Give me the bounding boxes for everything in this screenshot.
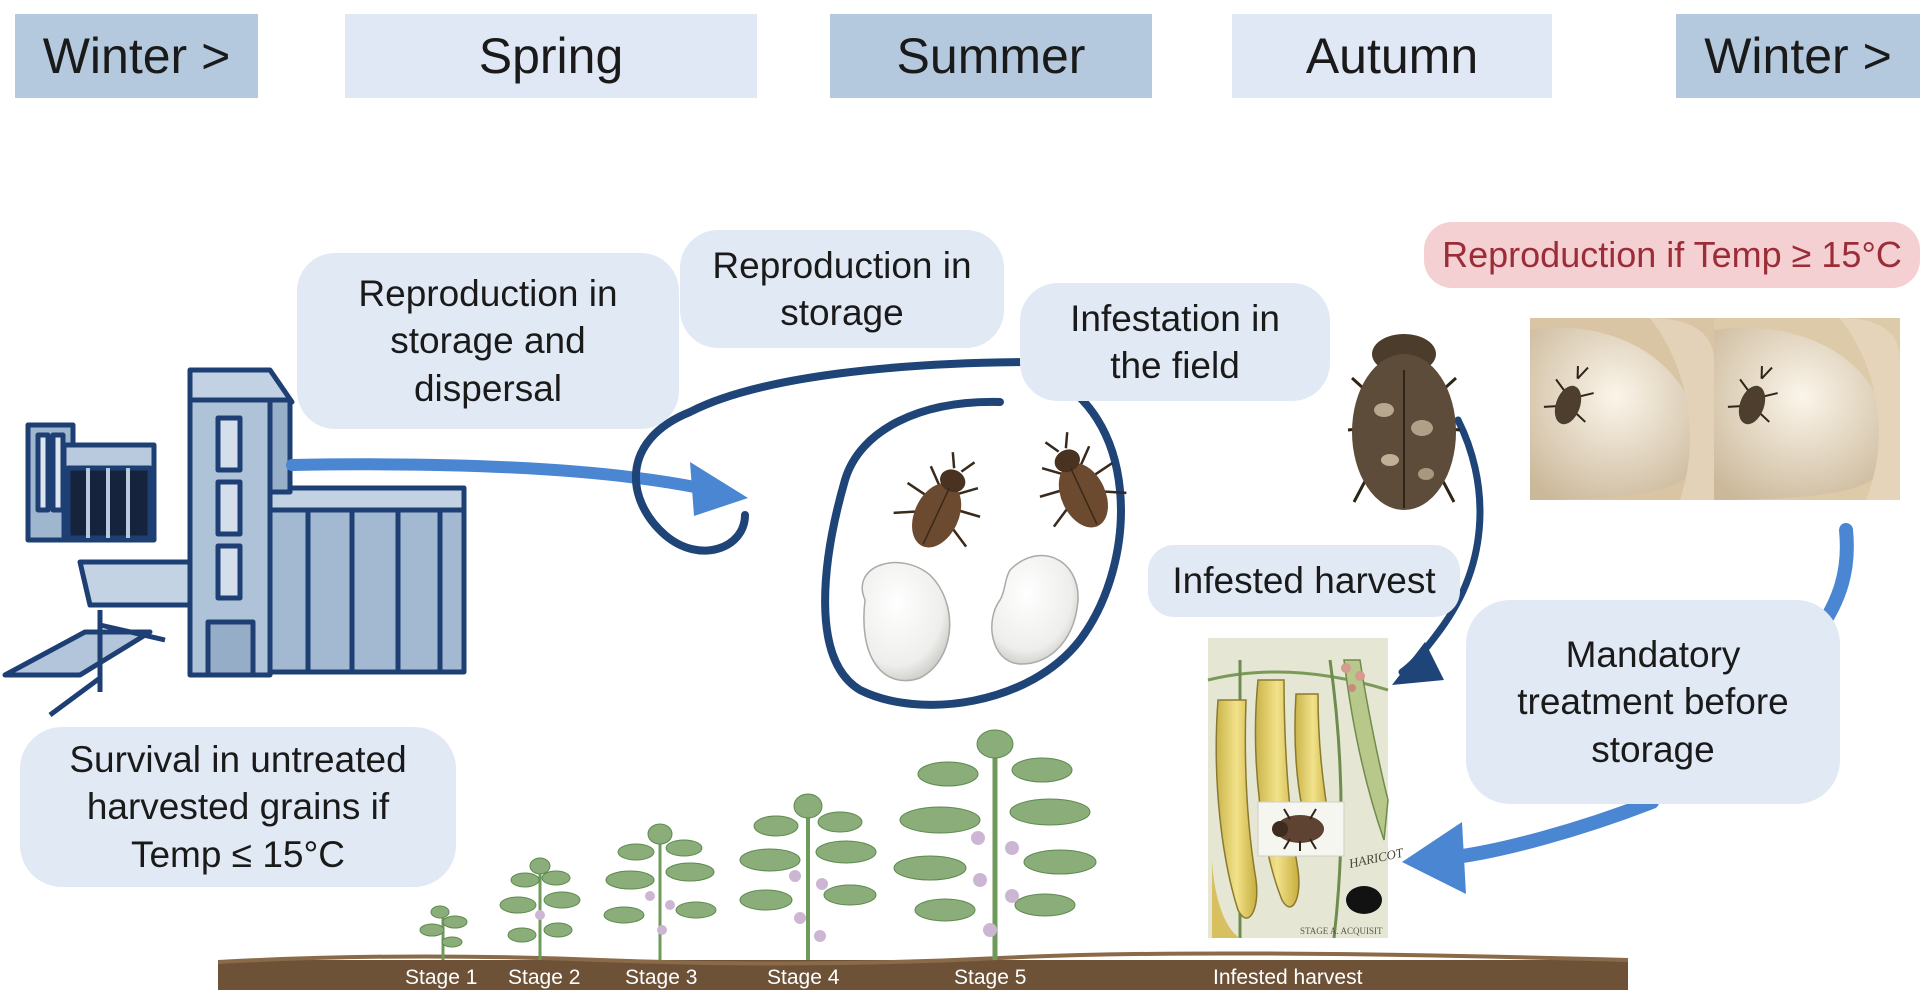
- season-winter-right: Winter >: [1676, 14, 1920, 98]
- survival-text: Survival in untreated harvested grains i…: [69, 738, 407, 875]
- beetle-icon: [1039, 432, 1127, 528]
- infested-harvest-stage-label: Infested harvest: [1213, 966, 1363, 989]
- bean-plant-icon: [893, 729, 1097, 960]
- beetle-icon: [893, 452, 981, 548]
- soil-strip: [218, 960, 1628, 990]
- grain-silo-icon: [2, 367, 467, 718]
- treatment-arrow: [1402, 795, 1659, 894]
- season-winter-left-label: Winter >: [42, 28, 231, 84]
- bean-icon: [991, 554, 1079, 665]
- season-summer-label: Summer: [896, 28, 1086, 84]
- season-autumn: Autumn: [1232, 14, 1552, 98]
- cycle-arrow-icon: [632, 358, 1125, 709]
- bean-plant-icon: [499, 857, 581, 960]
- bean-pods-illustration: HARICOT STAGE A. ACQUISIT: [1207, 638, 1405, 939]
- infestation-field-text: Infestation in the field: [1070, 297, 1280, 386]
- bean-plant-icon: [603, 823, 717, 960]
- infested-harvest-text: Infested harvest: [1172, 560, 1436, 602]
- beetle-icon: [1347, 334, 1461, 510]
- season-spring-label: Spring: [478, 28, 624, 84]
- stage-3-label: Stage 3: [625, 966, 698, 989]
- stage-5-label: Stage 5: [954, 966, 1027, 989]
- infestation-field-box: Infestation in the field: [1020, 283, 1330, 401]
- mandatory-treatment-box: Mandatory treatment before storage: [1466, 600, 1840, 804]
- season-winter-right-label: Winter >: [1704, 28, 1892, 84]
- stage-2-label: Stage 2: [508, 966, 581, 989]
- reproduction-dispersal-text: Reproduction in storage and dispersal: [358, 272, 618, 409]
- reproduction-temp-tag: Reproduction if Temp ≥ 15°C: [1424, 222, 1920, 288]
- bean-plant-icon: [419, 905, 468, 960]
- reproduction-temp-text: Reproduction if Temp ≥ 15°C: [1442, 234, 1902, 275]
- season-summer: Summer: [830, 14, 1152, 98]
- seed-beetle-photo-left: [1530, 318, 1714, 500]
- reproduction-dispersal-box: Reproduction in storage and dispersal: [297, 253, 679, 429]
- illustration-label-line2: STAGE A. ACQUISIT: [1300, 926, 1383, 936]
- stage-1-label: Stage 1: [405, 966, 478, 989]
- infested-harvest-box: Infested harvest: [1148, 545, 1460, 617]
- season-spring: Spring: [345, 14, 757, 98]
- mandatory-treatment-text: Mandatory treatment before storage: [1517, 633, 1789, 770]
- seed-beetle-photo-right: [1714, 318, 1900, 500]
- soil-surface: [217, 951, 1629, 966]
- reproduction-storage-box: Reproduction in storage: [680, 230, 1004, 348]
- bean-icon: [861, 561, 951, 682]
- stage-4-label: Stage 4: [767, 966, 840, 989]
- reproduction-storage-text: Reproduction in storage: [712, 244, 972, 333]
- season-autumn-label: Autumn: [1305, 28, 1479, 84]
- dispersal-arrow: [286, 458, 748, 516]
- infestation-arrow: [1392, 416, 1484, 685]
- bean-plant-icon: [739, 793, 877, 960]
- season-winter-left: Winter >: [15, 14, 258, 98]
- survival-box: Survival in untreated harvested grains i…: [20, 727, 456, 887]
